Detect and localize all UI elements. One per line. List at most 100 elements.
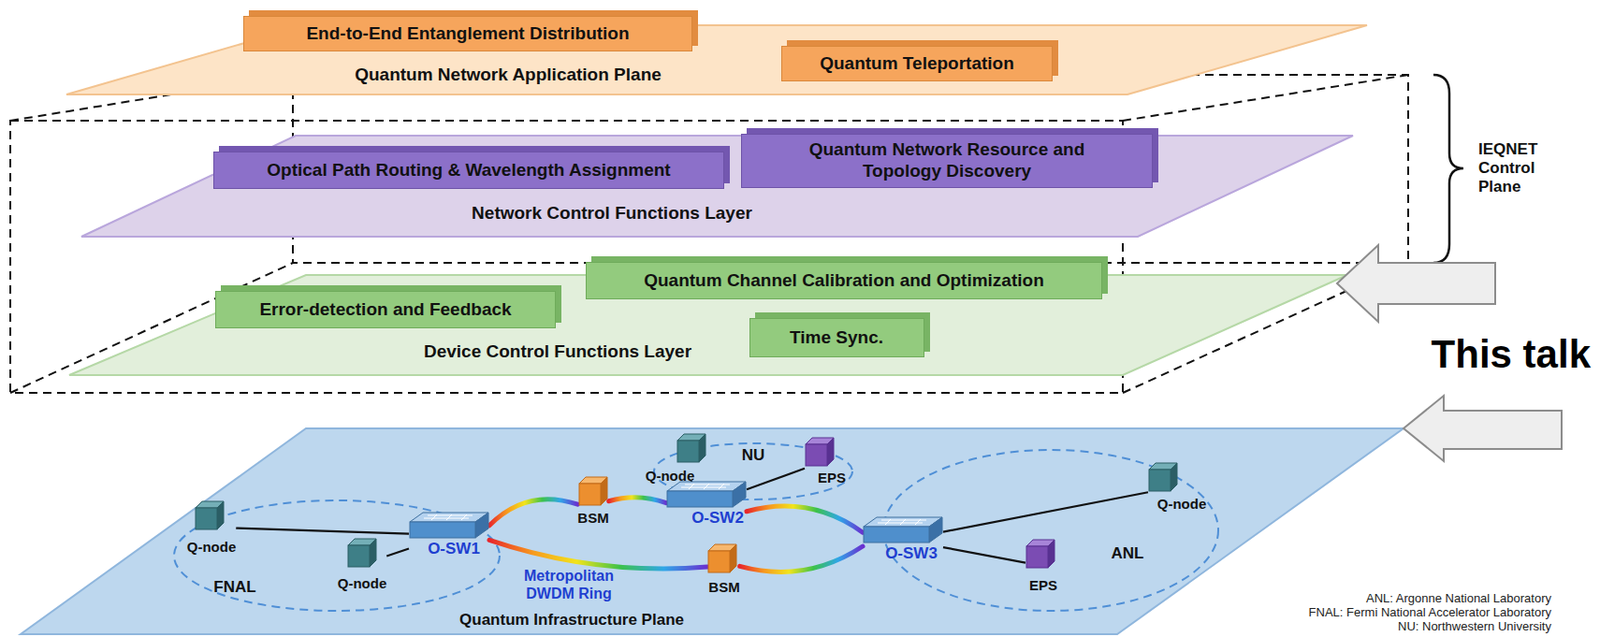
device-label-wrap: Q-node	[187, 538, 237, 555]
device-node: Q-node	[1148, 462, 1207, 512]
plane-label-wrap: Quantum Infrastructure Plane	[459, 610, 684, 630]
site-label: NU	[741, 446, 766, 466]
optical-switch: O-SW1	[408, 511, 490, 559]
function-box: End-to-End Entanglement Distribution	[243, 15, 693, 52]
optical-switch: O-SW2	[666, 480, 747, 528]
plane-label-wrap: Device Control Functions Layer	[423, 341, 692, 363]
device-label: BSM	[577, 509, 609, 526]
footnote-wrap: NU: Northwestern University	[1397, 619, 1552, 634]
device-node: BSM	[707, 543, 741, 596]
plane-group-label: IEQNET Control Plane	[1478, 140, 1557, 197]
device-label: Q-node	[187, 538, 237, 555]
plane-label-wrap: Quantum Network Application Plane	[354, 64, 662, 86]
plane-label: Quantum Network Application Plane	[354, 64, 662, 86]
layer-plane: Network Control Functions Layer Optical P…	[81, 135, 1353, 237]
plane-label: Device Control Functions Layer	[423, 341, 692, 363]
callout-text: This talk	[1431, 332, 1591, 378]
ring-fiber	[489, 499, 578, 526]
switch-label: O-SW2	[691, 509, 744, 528]
function-box: Quantum Network Resource and Topology Di…	[741, 133, 1153, 189]
switch-label-wrap: O-SW2	[691, 509, 744, 528]
switch-icon	[666, 480, 747, 510]
curly-brace	[1433, 74, 1464, 263]
device-label-wrap: Q-node	[337, 575, 388, 592]
switch-label-wrap: O-SW3	[885, 544, 938, 564]
cube-icon	[578, 476, 609, 507]
device-node: BSM	[577, 476, 609, 526]
optical-switch: O-SW3	[862, 516, 944, 564]
dashed-outline	[10, 74, 1409, 393]
cube-icon	[676, 433, 707, 464]
ring-fiber	[489, 539, 708, 569]
device-node: Q-node	[187, 500, 237, 555]
plane-shape	[20, 428, 1404, 635]
cube-icon	[194, 500, 225, 531]
box-label: Optical Path Routing & Wavelength Assign…	[266, 160, 670, 182]
box-label: Error-detection and Feedback	[259, 299, 511, 321]
function-box: Quantum Teleportation	[781, 45, 1053, 82]
ring-fiber	[740, 546, 863, 572]
switch-label: O-SW1	[427, 539, 480, 559]
footnote: NU: Northwestern University	[1397, 619, 1552, 634]
ring-label-wrap: Metropolitan DWDM Ring	[498, 567, 640, 603]
site-region: ANL O-SW3 Q-nodeEPS	[882, 449, 1220, 612]
device-label: EPS	[1029, 577, 1058, 594]
box-label: Quantum Network Resource and Topology Di…	[787, 139, 1106, 183]
plane-label-wrap: Network Control Functions Layer	[471, 203, 753, 224]
link-line	[943, 547, 1026, 564]
device-label-wrap: Q-node	[1157, 495, 1208, 512]
site-label-wrap: FNAL	[213, 578, 256, 597]
device-node: EPS	[804, 436, 846, 486]
link-line	[943, 492, 1149, 532]
ring-fiber	[609, 497, 667, 504]
device-node: EPS	[1025, 538, 1058, 594]
device-label: BSM	[708, 579, 740, 596]
function-box: Quantum Channel Calibration and Optimiza…	[585, 261, 1103, 300]
device-label: Q-node	[1157, 495, 1208, 512]
device-label: Q-node	[645, 467, 696, 484]
footnote: FNAL: Fermi National Accelerator Laborat…	[1309, 605, 1552, 620]
device-node: Q-node	[645, 433, 707, 484]
switch-label: O-SW3	[885, 544, 938, 564]
device-label: Q-node	[337, 575, 388, 592]
device-node: Q-node	[337, 538, 388, 592]
layer-plane: Quantum Network Application PlaneEnd-to-…	[66, 25, 1368, 95]
ring-fiber	[746, 506, 863, 533]
site-label-wrap: ANL	[1111, 544, 1145, 564]
function-box: Time Sync.	[749, 318, 925, 358]
footnote-wrap: ANL: Argonne National Laboratory	[1366, 591, 1552, 606]
device-label-wrap: BSM	[708, 579, 740, 596]
callout-text-wrap: This talk	[1431, 332, 1591, 378]
cube-icon	[347, 538, 378, 568]
switch-label-wrap: O-SW1	[427, 539, 480, 559]
link-line	[386, 548, 409, 556]
cube-icon	[1148, 462, 1179, 493]
layer-plane: Quantum Infrastructure PlaneNUQ-nodeEPSO…	[20, 428, 1404, 635]
plane-label: Network Control Functions Layer	[471, 203, 753, 224]
box-label: Time Sync.	[789, 327, 884, 350]
pointer-arrow	[1403, 395, 1562, 462]
box-label: Quantum Teleportation	[819, 53, 1015, 75]
cube-icon	[707, 543, 738, 574]
cube-icon	[804, 436, 835, 467]
cube-icon	[1025, 538, 1056, 569]
plane-label: Quantum Infrastructure Plane	[459, 610, 684, 630]
switch-icon	[862, 516, 944, 545]
device-label-wrap: BSM	[577, 509, 609, 526]
site-label-wrap: NU	[741, 446, 766, 466]
device-label-wrap: EPS	[817, 469, 846, 486]
link-line	[235, 528, 409, 535]
device-label-wrap: Q-node	[645, 467, 696, 484]
footnote-wrap: FNAL: Fermi National Accelerator Laborat…	[1309, 605, 1552, 620]
box-label: Quantum Channel Calibration and Optimiza…	[643, 270, 1045, 292]
function-box: Error-detection and Feedback	[215, 290, 556, 329]
site-region: FNALQ-nodeQ-nodeO-SW1	[173, 499, 501, 612]
device-label: EPS	[817, 469, 846, 486]
layer-plane: Device Control Functions LayerQuantum Ch…	[69, 275, 1348, 376]
site-label: ANL	[1111, 544, 1145, 564]
pointer-arrow	[1337, 245, 1496, 322]
site-label: FNAL	[213, 578, 256, 597]
plane-group-label-wrap: IEQNET Control Plane	[1478, 140, 1557, 197]
footnote: ANL: Argonne National Laboratory	[1366, 591, 1552, 606]
